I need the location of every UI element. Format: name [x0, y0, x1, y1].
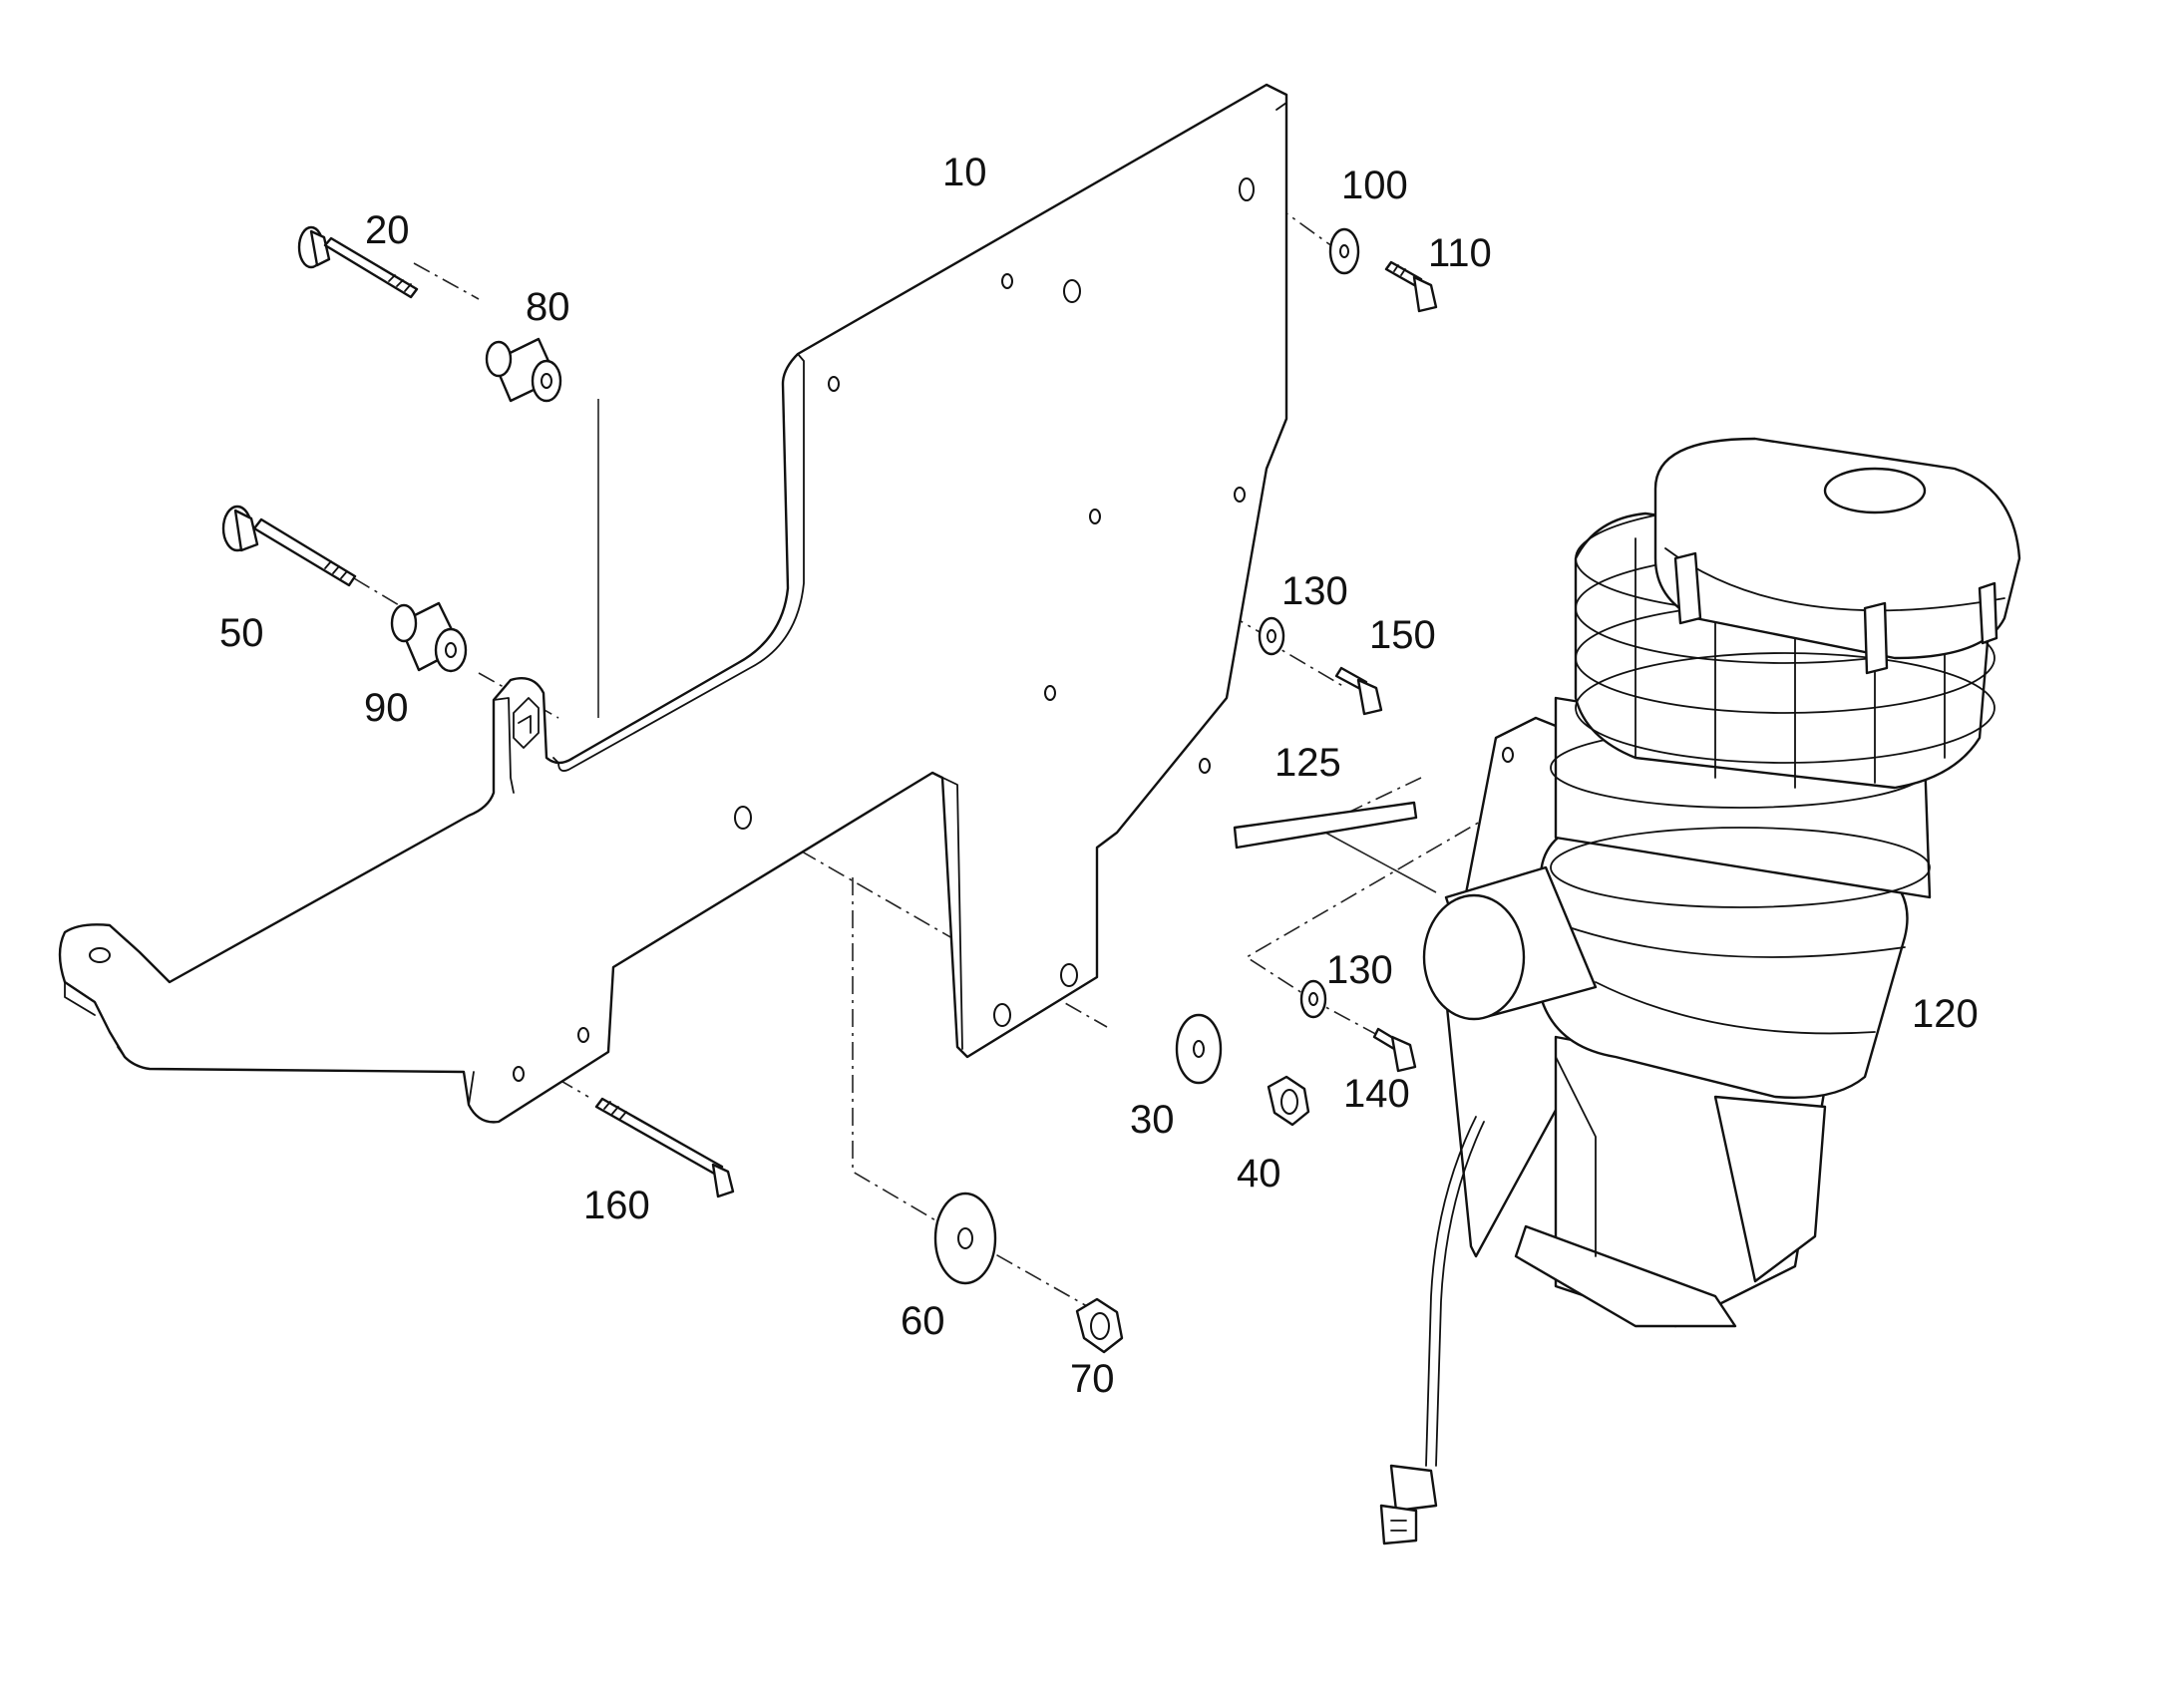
washer-30: [1175, 1013, 1223, 1085]
screw-140: [1372, 1027, 1417, 1073]
callout-125: 125: [1274, 741, 1341, 785]
washer-130-upper: [1258, 616, 1285, 656]
callout-130-lower: 130: [1326, 948, 1393, 992]
callout-120: 120: [1912, 992, 1979, 1036]
washer-60: [933, 1192, 997, 1285]
callout-30: 30: [1130, 1098, 1175, 1142]
gasket-strip-125: [1233, 801, 1418, 850]
bolt-50: [221, 505, 357, 587]
callout-90: 90: [364, 686, 409, 730]
callout-150: 150: [1369, 613, 1436, 657]
screw-150: [1334, 666, 1383, 716]
spacer-90: [390, 601, 468, 673]
callout-labels: 10 20 80 100 110 50 90 130 150 125 130 1…: [219, 151, 1979, 1401]
nut-40: [1267, 1075, 1310, 1127]
callout-40: 40: [1237, 1152, 1281, 1196]
callout-70: 70: [1070, 1357, 1115, 1401]
screw-110: [1384, 260, 1438, 313]
nut-70: [1075, 1297, 1124, 1354]
spacer-80: [485, 337, 562, 403]
callout-100: 100: [1341, 164, 1408, 207]
washer-100: [1328, 227, 1360, 275]
callout-130-upper: 130: [1281, 569, 1348, 613]
callout-160: 160: [583, 1184, 650, 1227]
callout-50: 50: [219, 611, 264, 655]
washer-130-lower: [1299, 979, 1327, 1019]
callout-140: 140: [1343, 1072, 1410, 1116]
callout-80: 80: [526, 285, 570, 329]
bracket-plate-10: [58, 83, 1288, 1124]
callout-60: 60: [901, 1299, 945, 1343]
callout-20: 20: [365, 208, 410, 252]
callout-10: 10: [942, 151, 987, 194]
bolt-20: [297, 225, 419, 299]
callout-110: 110: [1428, 231, 1492, 275]
bolt-160: [594, 1097, 735, 1198]
blower-motor-120: [1379, 437, 2021, 1545]
